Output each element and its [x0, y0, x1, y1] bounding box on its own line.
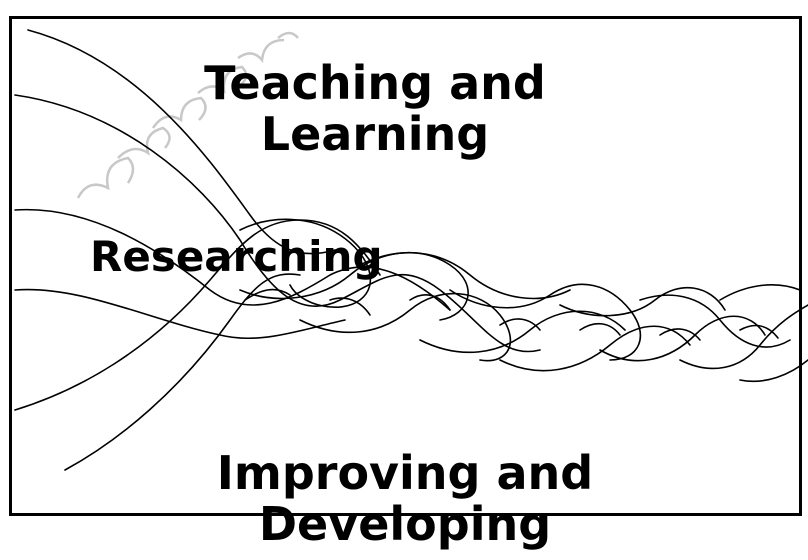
improving-line-2: Developing	[258, 496, 552, 551]
diagram-frame	[9, 16, 802, 516]
watermark	[76, 31, 299, 199]
improving-line-1: Improving and	[216, 446, 594, 500]
teaching-line-2: Learning	[260, 106, 490, 161]
teaching-line-1: Teaching and	[204, 56, 546, 110]
researching-label: Researching	[90, 232, 383, 281]
teaching-and-learning-label: Teaching and Learning	[180, 58, 570, 159]
improving-and-developing-label: Improving and Developing	[180, 448, 630, 549]
